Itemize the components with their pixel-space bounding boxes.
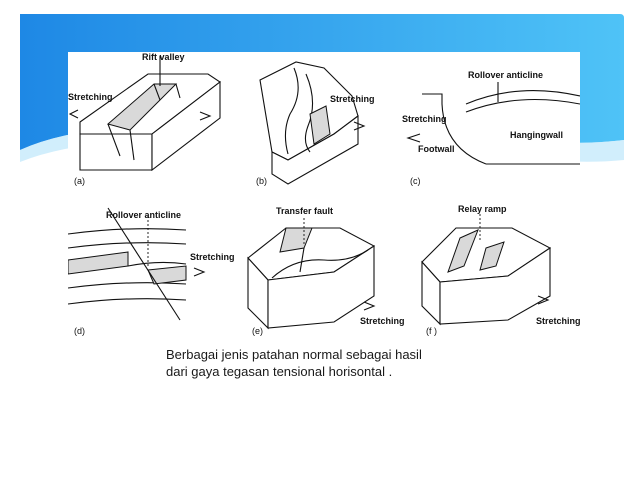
arrow-right-icon <box>363 301 376 311</box>
arrow-right-icon <box>199 111 212 121</box>
panel-e-label-stretching: Stretching <box>360 316 405 326</box>
caption-line-1: Berbagai jenis patahan normal sebagai ha… <box>166 347 422 362</box>
caption-line-2: dari gaya tegasan tensional horisontal . <box>166 364 393 379</box>
panel-a-tag: (a) <box>74 176 85 186</box>
panel-e-tag: (e) <box>252 326 263 336</box>
panel-a-label-stretching: Stretching <box>68 92 113 102</box>
panel-f-label-stretching: Stretching <box>536 316 580 326</box>
panel-d-label-stretching: Stretching <box>190 252 235 262</box>
arrow-left-icon <box>406 133 421 143</box>
panel-f-tag: (f ) <box>426 326 437 336</box>
panel-c-label-stretching: Stretching <box>402 114 447 124</box>
figure-caption: Berbagai jenis patahan normal sebagai ha… <box>166 346 486 380</box>
panel-c-label-rollover-anticline: Rollover anticline <box>468 70 543 80</box>
panel-b: Stretching (b) <box>256 61 375 186</box>
arrow-right-icon <box>353 121 366 131</box>
panel-c-tag: (c) <box>410 176 421 186</box>
panel-f: Relay ramp Stretching (f ) <box>421 204 580 336</box>
panel-b-tag: (b) <box>256 176 267 186</box>
panel-a-label-rift-valley: Rift valley <box>142 52 185 62</box>
panel-d-tag: (d) <box>74 326 85 336</box>
panel-a: Rift valley Stretching (a) <box>68 52 221 186</box>
fault-diagram-figure: Rift valley Stretching (a) Stretching (b… <box>68 52 580 336</box>
panel-c-label-hangingwall: Hangingwall <box>510 130 563 140</box>
arrow-right-icon <box>193 267 206 277</box>
panel-d-label-rollover-anticline: Rollover anticline <box>106 210 181 220</box>
panel-e-label-transfer-fault: Transfer fault <box>276 206 333 216</box>
panel-c-label-footwall: Footwall <box>418 144 455 154</box>
panel-d: Rollover anticline Stretching (d) <box>68 207 235 336</box>
panel-e: Transfer fault Stretching (e) <box>247 206 405 336</box>
panel-c: Rollover anticline Stretching Footwall H… <box>402 70 580 186</box>
panel-f-label-relay-ramp: Relay ramp <box>458 204 507 214</box>
arrow-left-icon <box>68 109 79 119</box>
arrow-right-icon <box>537 295 550 305</box>
panel-b-label-stretching: Stretching <box>330 94 375 104</box>
